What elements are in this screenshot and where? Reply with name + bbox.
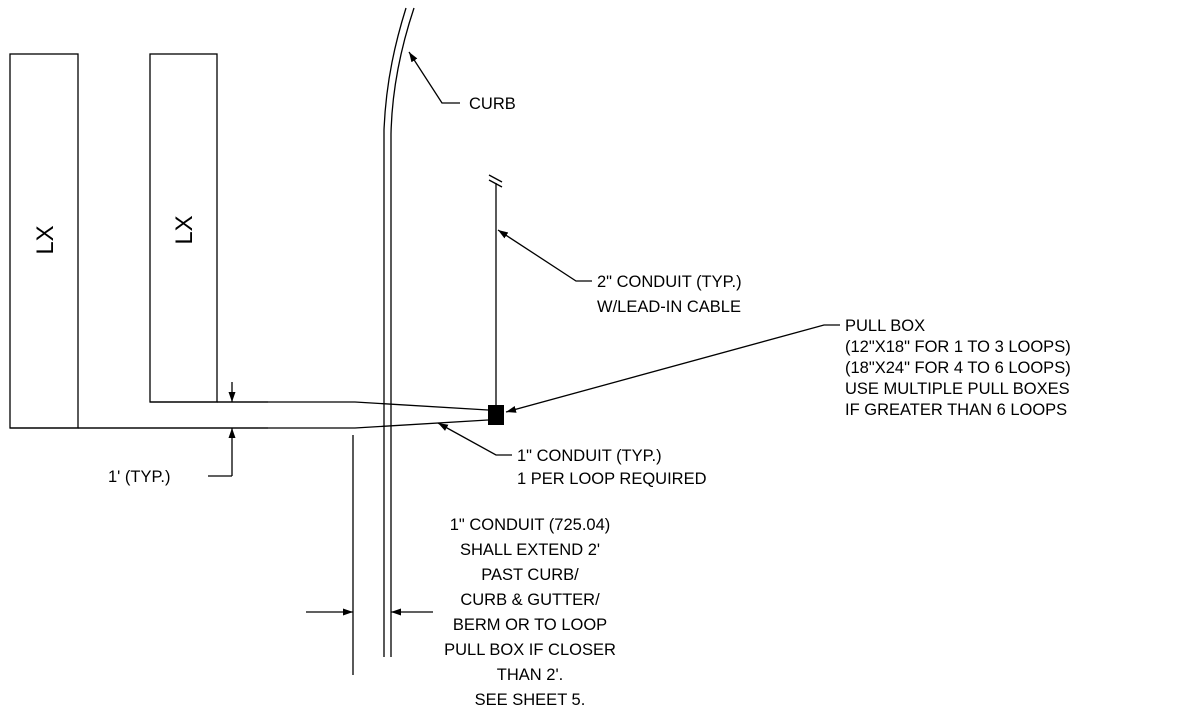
loop-detector-2: LX [149,53,218,403]
loop-detector-1: LX [9,53,79,429]
pull-box [488,405,504,425]
curb-line [383,7,415,657]
loop-2-label: LX [171,215,198,244]
curb-label: CURB [469,95,516,113]
extension-note-line3: PAST CURB/ [481,566,579,584]
pull-box-label-line5: IF GREATER THAN 6 LOOPS [845,401,1067,419]
extension-dimension [306,435,433,675]
extension-note-line6: PULL BOX IF CLOSER [444,641,616,659]
extension-note-line4: CURB & GUTTER/ [460,591,600,609]
extension-note-line2: SHALL EXTEND 2' [460,541,600,559]
conduit-2in [488,174,503,405]
conduit-1in-runs [10,401,489,429]
conduit-2in-label-line1: 2" CONDUIT (TYP.) [597,273,742,291]
extension-note: 1" CONDUIT (725.04) SHALL EXTEND 2' PAST… [444,516,616,709]
conduit-1in-label-line1: 1" CONDUIT (TYP.) [517,447,662,465]
spacing-dimension [78,382,268,477]
conduit-1in-label-line2: 1 PER LOOP REQUIRED [517,470,707,488]
loop-1-label: LX [32,225,59,254]
pull-box-label-line1: PULL BOX [845,317,925,335]
extension-note-line5: BERM OR TO LOOP [453,616,607,634]
extension-note-line7: THAN 2'. [497,666,563,684]
pull-box-label-line2: (12"X18" FOR 1 TO 3 LOOPS) [845,338,1071,356]
extension-note-line1: 1" CONDUIT (725.04) [450,516,611,534]
pull-box-label-line3: (18"X24" FOR 4 TO 6 LOOPS) [845,359,1071,377]
extension-note-line8: SEE SHEET 5. [475,691,586,709]
pull-box-label-line4: USE MULTIPLE PULL BOXES [845,380,1070,398]
spacing-label: 1' (TYP.) [108,468,170,486]
conduit-2in-label-line2: W/LEAD-IN CABLE [597,298,741,316]
leaders [408,51,840,456]
